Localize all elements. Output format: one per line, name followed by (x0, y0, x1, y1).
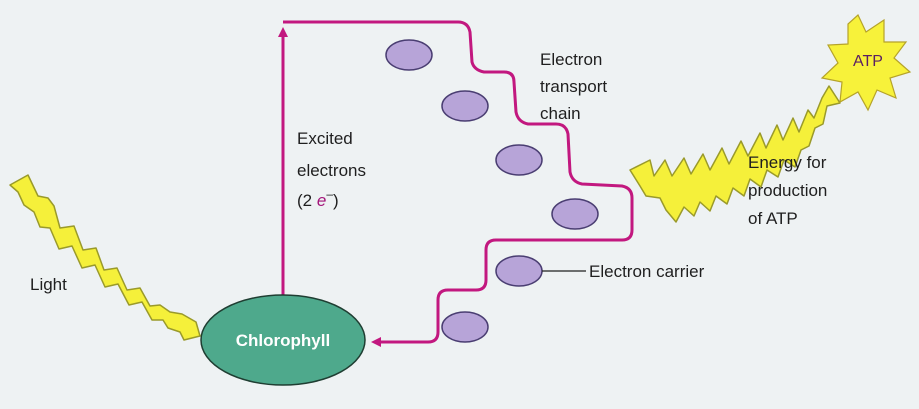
electron-transport-path (283, 20, 634, 347)
electron-carrier (441, 311, 489, 343)
energy-label-line1: Energy for (748, 153, 827, 172)
electron-carrier (441, 90, 489, 122)
etc-label-line2: transport (540, 77, 607, 96)
electron-symbol: e (317, 191, 326, 210)
atp-starburst-icon: ATP (820, 14, 912, 112)
electron-carriers (385, 39, 599, 343)
chlorophyll: Chlorophyll (200, 294, 366, 386)
electron-charge: – (326, 187, 333, 201)
etc-label-line3: chain (540, 104, 581, 123)
excited-label-prefix: (2 (297, 191, 317, 210)
electron-carrier (495, 255, 543, 287)
atp-label: ATP (853, 53, 883, 70)
chlorophyll-ellipse (200, 294, 366, 386)
electron-carrier (495, 144, 543, 176)
excited-label-line3: (2 e–) (297, 187, 339, 210)
excited-label-line2: electrons (297, 161, 366, 180)
electron-carrier (385, 39, 433, 71)
excited-label-suffix: ) (333, 191, 339, 210)
electron-carrier-label: Electron carrier (589, 262, 705, 281)
chlorophyll-label: Chlorophyll (236, 331, 330, 350)
light-zigzag-arrow-icon (9, 174, 201, 341)
etc-label-line1: Electron (540, 50, 602, 69)
electron-carrier (551, 198, 599, 230)
excited-label-line1: Excited (297, 129, 353, 148)
light-label: Light (30, 275, 67, 294)
energy-zigzag-arrow-icon (629, 85, 841, 223)
energy-label-line2: production (748, 181, 827, 200)
electron-path (278, 20, 634, 347)
energy-label-line3: of ATP (748, 209, 798, 228)
